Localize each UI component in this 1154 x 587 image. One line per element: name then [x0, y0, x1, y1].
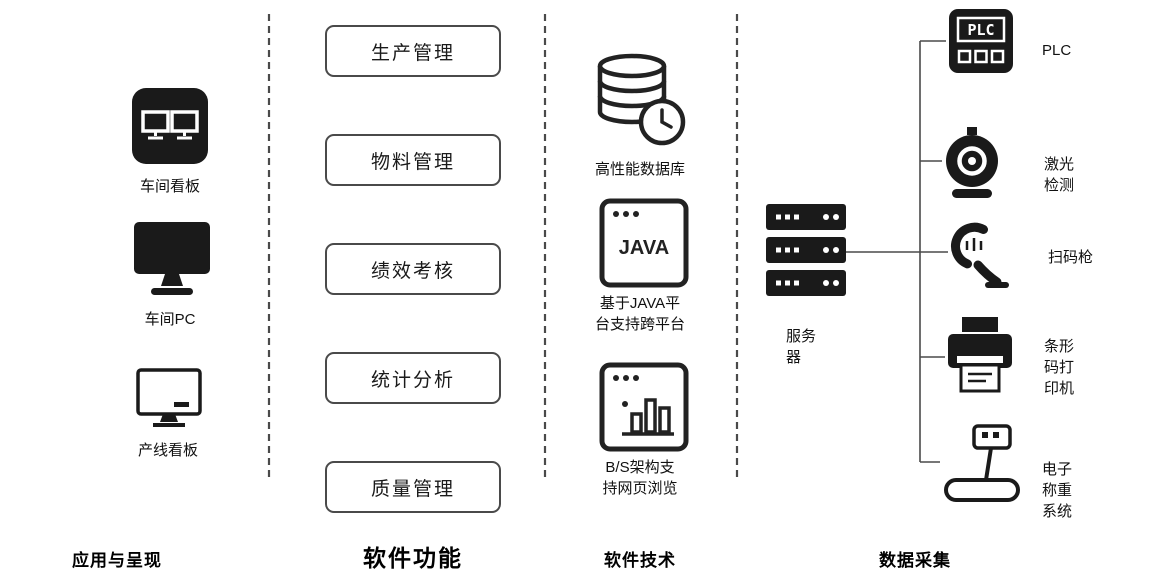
plc-icon: PLC	[949, 9, 1013, 73]
function-box-material: 物料管理	[325, 134, 501, 186]
acquisition-item-label: 激光 检测	[1044, 156, 1075, 194]
technology-item-label: 基于JAVA平 台支持跨平台	[594, 295, 685, 333]
database-clock-icon	[592, 50, 688, 150]
server-rack-icon	[766, 204, 846, 296]
column-header-technology: 软件技术	[604, 551, 676, 570]
acquisition-item-label: PLC	[1042, 42, 1072, 59]
outline-monitor-icon	[136, 368, 202, 430]
technology-item-label: B/S架构支 持网页浏览	[602, 459, 678, 497]
function-box-quality: 质量管理	[325, 461, 501, 513]
function-box-performance: 绩效考核	[325, 243, 501, 295]
plc-icon-text: PLC	[967, 21, 994, 39]
column-header-presentation: 应用与呈现	[72, 551, 162, 570]
server-label: 服务 器	[786, 328, 817, 366]
scale-icon	[944, 424, 1020, 514]
camera-icon	[944, 127, 1000, 199]
presentation-item-label: 产线看板	[137, 442, 198, 459]
printer-icon	[948, 317, 1012, 395]
chart-window-icon	[599, 362, 689, 452]
technology-item-label: 高性能数据库	[594, 161, 685, 178]
barcode-scanner-icon	[942, 220, 1012, 290]
acquisition-item-label: 条形 码打 印机	[1044, 338, 1075, 397]
java-icon-text: JAVA	[619, 237, 669, 259]
java-window-icon: JAVA	[599, 198, 689, 288]
function-box-production: 生产管理	[325, 25, 501, 77]
column-header-functions: 软件功能	[363, 545, 463, 571]
acquisition-item-label: 电子 称重 系统	[1042, 461, 1073, 520]
column-header-acquisition: 数据采集	[879, 551, 951, 570]
pc-monitor-icon	[134, 222, 210, 302]
acquisition-item-label: 扫码枪	[1048, 249, 1094, 266]
function-box-statistics: 统计分析	[325, 352, 501, 404]
presentation-item-label: 车间看板	[139, 178, 200, 195]
dual-monitor-icon	[132, 88, 208, 164]
presentation-item-label: 车间PC	[144, 311, 196, 328]
